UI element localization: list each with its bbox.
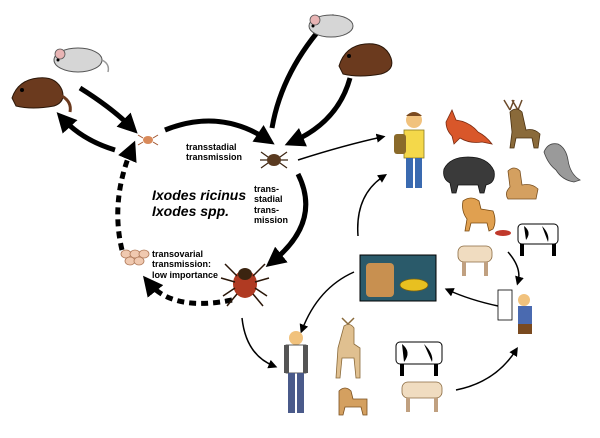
tick-adult-icon [220, 263, 270, 307]
mouse-icon [53, 47, 110, 73]
species-line-1: Ixodes ricinus [152, 187, 247, 203]
dog-icon [462, 197, 511, 236]
hiker-icon [394, 112, 425, 188]
wild-boar-icon [443, 156, 495, 194]
marten-icon [543, 143, 581, 183]
species-name: Ixodes ricinus Ixodes spp. [152, 187, 246, 219]
man-standing-icon [284, 331, 308, 413]
transstadial-side-label: trans- stadial trans- mission [254, 184, 289, 226]
arrow-adult-to-eggs-dashed [142, 275, 233, 306]
arrow-eggs-to-larva-dashed [115, 140, 137, 251]
vole-icon [338, 43, 393, 77]
farmer-milking-icon [497, 289, 532, 334]
arrow-nymph-to-hiker [297, 133, 386, 161]
fawn-icon [338, 387, 368, 416]
arrow-cow-to-farmer [507, 251, 524, 286]
arrow-animals-to-hiker [356, 174, 388, 237]
tick-eggs-icon [120, 249, 150, 266]
deer-icon [503, 99, 541, 149]
arrow-milk-to-man [299, 271, 355, 334]
species-line-2: Ixodes spp. [152, 203, 230, 220]
arrows [56, 14, 524, 391]
arrow-farmer-to-milk [444, 288, 499, 307]
arrow-nymph-to-vole [269, 14, 334, 129]
goat-icon [457, 245, 493, 276]
milk-products-icon [359, 254, 437, 302]
arrow-vole-to-nymph [284, 77, 353, 147]
mouse-icon [308, 14, 354, 38]
fox-icon [445, 109, 493, 145]
arrow-nymph-to-adult [265, 172, 309, 268]
arrow-adult-to-man [241, 317, 278, 369]
arrow-larva-to-nymph [164, 118, 275, 145]
cow-icon [517, 223, 559, 256]
vole-icon [11, 77, 72, 113]
tick-nymph-icon [260, 151, 288, 169]
cow-icon [395, 341, 443, 376]
arrow-rodent-to-larva [78, 85, 138, 134]
arrow-sheep-to-farmer [455, 346, 518, 391]
transstadial-top-label: transstadial transmission [186, 142, 243, 163]
fawn-icon [506, 167, 539, 200]
deer-icon [335, 317, 361, 379]
transovarial-label: transovarial transmission: low importanc… [152, 249, 219, 280]
sheep-icon [401, 381, 443, 412]
arrow-larva-to-rodent [56, 112, 116, 153]
tick-larva-icon [137, 134, 159, 146]
